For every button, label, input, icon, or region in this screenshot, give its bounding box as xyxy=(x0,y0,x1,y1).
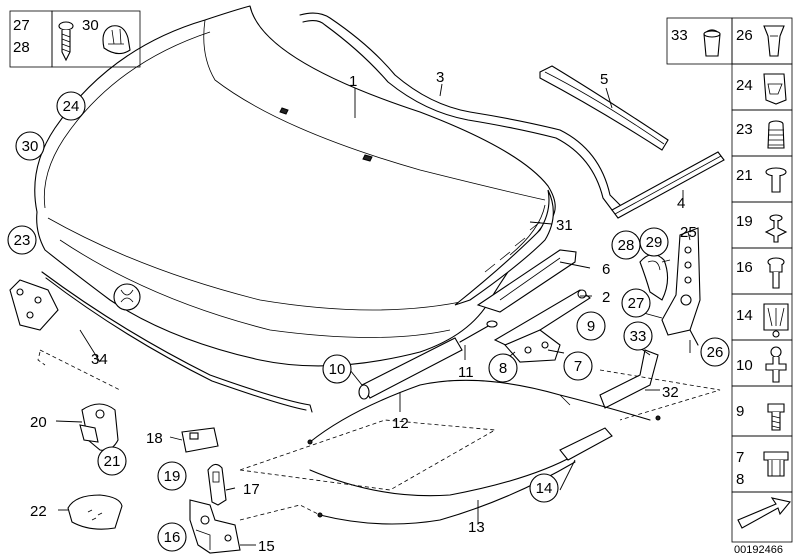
bowden-cable-12 xyxy=(307,379,661,445)
cover-22 xyxy=(67,494,123,530)
label-18: 18 xyxy=(146,430,163,447)
label-19-circled: 19 xyxy=(164,468,181,485)
bracket-6 xyxy=(476,249,577,313)
fastener-panel-right: 33 26 24 23 21 19 1 xyxy=(666,17,793,543)
panel-label-24: 24 xyxy=(736,77,753,94)
hood-panel xyxy=(34,5,556,367)
label-5: 5 xyxy=(600,71,608,88)
label-23-circled: 23 xyxy=(14,232,31,249)
bracket-32 xyxy=(599,349,659,409)
label-12: 12 xyxy=(392,415,409,432)
panel-label-26: 26 xyxy=(736,27,753,44)
label-16-circled: 16 xyxy=(164,529,181,546)
label-8-circled: 8 xyxy=(499,360,507,377)
label-25: 25 xyxy=(680,224,697,241)
plastic-rivet-icon xyxy=(765,167,787,193)
panel-label-14: 14 xyxy=(736,307,753,324)
label-20: 20 xyxy=(30,414,47,431)
label-22: 22 xyxy=(30,503,47,520)
hinge-left xyxy=(9,279,59,331)
hex-bolt-icon xyxy=(767,403,785,431)
push-clip-icon xyxy=(764,214,788,243)
screw-icon xyxy=(58,21,74,62)
panel-label-16: 16 xyxy=(736,259,753,276)
label-32: 32 xyxy=(662,384,679,401)
label-15: 15 xyxy=(258,538,275,555)
panel-label-7: 7 xyxy=(736,449,744,466)
label-1: 1 xyxy=(349,73,357,90)
ball-stud-icon xyxy=(765,346,787,383)
label-2: 2 xyxy=(602,289,610,306)
label-6: 6 xyxy=(602,261,610,278)
hinge-plate-7 xyxy=(504,329,561,363)
panel-label-19: 19 xyxy=(736,213,753,230)
label-14-circled: 14 xyxy=(536,480,553,497)
arrow-icon xyxy=(737,497,792,529)
label-30-circled: 30 xyxy=(22,138,39,155)
clip-nut-icon xyxy=(102,25,131,55)
seal-34 xyxy=(41,271,313,413)
label-28-circled: 28 xyxy=(618,237,635,254)
label-3: 3 xyxy=(436,69,444,86)
panel-label-21: 21 xyxy=(736,167,753,184)
latch-20 xyxy=(79,403,119,451)
spring-clip-icon xyxy=(763,73,787,105)
label-17: 17 xyxy=(243,481,260,498)
part-labels: 1 3 5 4 31 6 2 25 11 12 13 34 20 18 17 2… xyxy=(30,69,697,555)
panel-label-23: 23 xyxy=(736,121,753,138)
hinge-25 xyxy=(661,227,701,346)
seal-5 xyxy=(539,65,669,151)
label-9-circled: 9 xyxy=(587,318,595,335)
label-21-circled: 21 xyxy=(104,453,121,470)
release-handle-14 xyxy=(559,427,613,461)
cable-routing-outline xyxy=(37,349,721,521)
buffer-18 xyxy=(181,427,219,453)
label-27: 27 xyxy=(13,17,30,34)
ribbed-buffer-icon xyxy=(767,120,785,149)
label-34: 34 xyxy=(91,351,108,368)
label-4: 4 xyxy=(677,195,685,212)
panel-label-8: 8 xyxy=(736,471,744,488)
panel-label-33: 33 xyxy=(671,27,688,44)
label-24-circled: 24 xyxy=(63,98,80,115)
label-30: 30 xyxy=(82,17,99,34)
label-7-circled: 7 xyxy=(574,358,582,375)
seal-4 xyxy=(611,151,725,219)
fastener-box-top-left: 27 28 30 xyxy=(9,10,141,68)
label-27-circled: 27 xyxy=(628,295,645,312)
clip-17 xyxy=(207,463,227,506)
clamp-clip-icon xyxy=(763,303,789,338)
circled-labels: 24 30 23 29 28 27 9 33 26 7 8 10 21 19 1… xyxy=(7,91,730,552)
panel-label-10: 10 xyxy=(736,357,753,374)
gas-strut-11 xyxy=(358,320,498,400)
label-11: 11 xyxy=(458,364,474,381)
label-33-circled: 33 xyxy=(630,328,647,345)
label-10-circled: 10 xyxy=(329,361,346,378)
hood-lock-15 xyxy=(189,499,241,554)
label-26-circled: 26 xyxy=(707,344,724,361)
rubber-buffer-icon xyxy=(703,29,721,57)
seal-3 xyxy=(299,12,621,211)
bolt-icon xyxy=(767,257,785,289)
emblem-icon xyxy=(113,283,141,311)
label-31: 31 xyxy=(556,217,573,234)
label-28: 28 xyxy=(13,39,30,56)
label-29-circled: 29 xyxy=(646,234,663,251)
panel-label-9: 9 xyxy=(736,403,744,420)
expansion-nut-icon xyxy=(763,25,785,57)
doc-number: 00192466 xyxy=(734,544,783,556)
label-13: 13 xyxy=(468,519,485,536)
flange-nut-icon xyxy=(763,451,789,477)
